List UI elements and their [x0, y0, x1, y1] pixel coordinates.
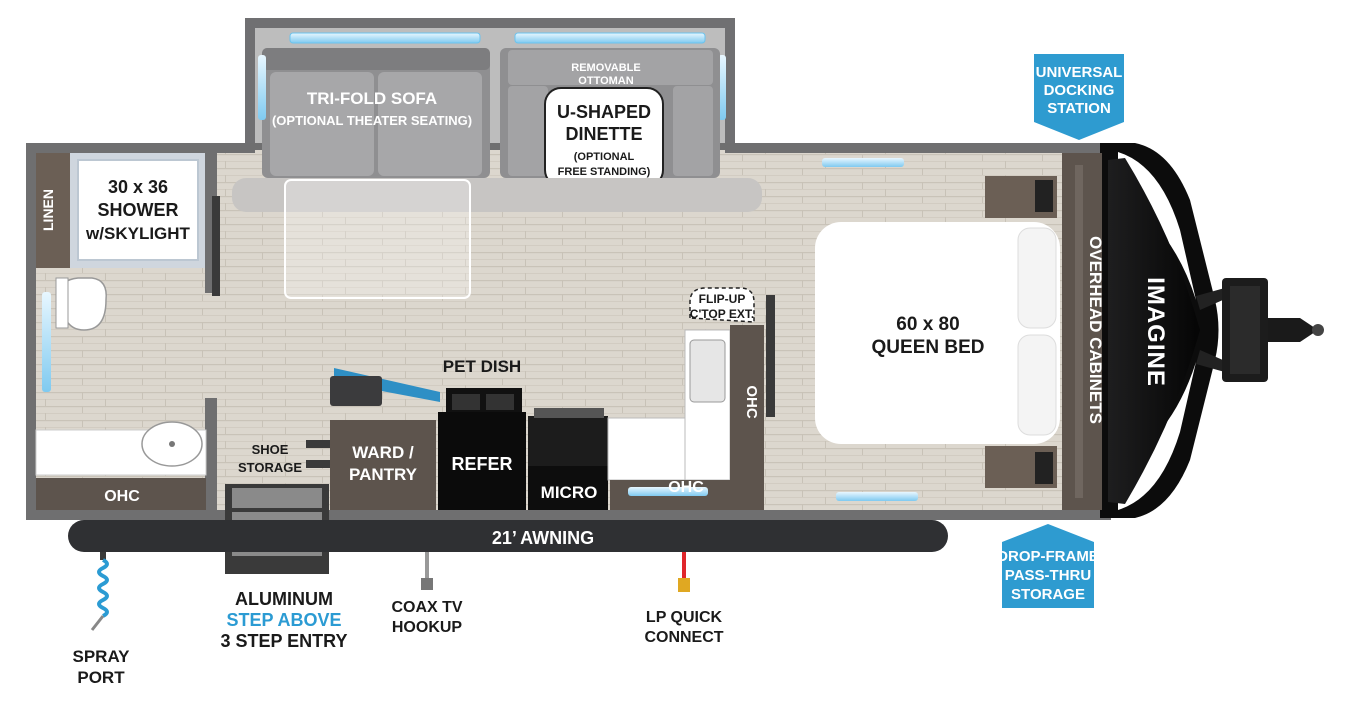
step-label-3: 3 STEP ENTRY: [220, 631, 347, 651]
sofa-bed-outline: [284, 179, 471, 299]
callout-docking-station: [1034, 54, 1124, 140]
linen-label: LINEN: [40, 189, 56, 231]
bathroom: [35, 153, 220, 510]
docking-label-2: DOCKING: [1044, 82, 1115, 99]
ohc-bath-label: OHC: [104, 488, 140, 505]
ward-label-2: PANTRY: [349, 465, 418, 484]
overhead-cabinets-label: OVERHEAD CABINETS: [1086, 236, 1105, 424]
step-label-2: STEP ABOVE: [226, 610, 341, 630]
sofa-shelf: [232, 178, 762, 212]
coax-label-1: COAX TV: [391, 599, 462, 616]
brand-logo: IMAGINE: [1142, 277, 1169, 387]
hitch: [1196, 278, 1324, 382]
window-bed-bottom: [836, 492, 918, 501]
window-slide-left: [258, 55, 266, 120]
ohc-side-label: OHC: [743, 385, 760, 419]
ward-label-1: WARD /: [352, 443, 414, 462]
lp-connector: [678, 552, 690, 592]
window-slide-1: [289, 32, 481, 44]
window-bath: [42, 292, 51, 392]
micro-label: MICRO: [541, 483, 598, 502]
flip-label-2: C'TOP EXT.: [690, 307, 754, 321]
window-bed-top: [822, 158, 904, 167]
shoe-label-2: STORAGE: [238, 460, 302, 475]
dropframe-label-1: DROP-FRAME: [997, 548, 1099, 565]
refer-label: REFER: [451, 454, 512, 474]
window-kitchen: [628, 487, 708, 496]
dinette-label-2: DINETTE: [565, 124, 642, 144]
dropframe-label-3: STORAGE: [1011, 586, 1085, 603]
ottoman-label-1: REMOVABLE: [571, 62, 640, 74]
dinette-label-1: U-SHAPED: [557, 102, 651, 122]
sofa-label-1: TRI-FOLD SOFA: [307, 89, 437, 108]
shower-label-2: SHOWER: [98, 200, 179, 220]
pet-dish-label: PET DISH: [443, 357, 521, 376]
callout-drop-frame: [1002, 524, 1094, 608]
ohc-kitchen-label: OHC: [668, 479, 704, 496]
ottoman-label-2: OTTOMAN: [578, 75, 633, 87]
bed-label-2: QUEEN BED: [872, 337, 985, 358]
spray-label-1: SPRAY: [72, 647, 130, 666]
sofa-label-2: (OPTIONAL THEATER SEATING): [272, 113, 472, 128]
kitchen: [306, 287, 775, 510]
bedroom: [815, 153, 1102, 510]
spray-port-hose: [90, 552, 109, 631]
front-cap: [1100, 143, 1219, 518]
awning-label: 21’ AWNING: [492, 528, 594, 548]
bed-label-1: 60 x 80: [896, 314, 959, 335]
awning: [68, 520, 948, 552]
dinette-label-4: FREE STANDING): [558, 166, 651, 178]
coax-label-2: HOOKUP: [392, 619, 463, 636]
shoe-label-1: SHOE: [252, 442, 289, 457]
shower-label-3: w/SKYLIGHT: [85, 224, 191, 243]
spray-label-2: PORT: [77, 668, 125, 687]
lp-label-1: LP QUICK: [646, 609, 723, 626]
step-label-1: ALUMINUM: [235, 589, 333, 609]
docking-label-1: UNIVERSAL: [1036, 64, 1123, 81]
dropframe-label-2: PASS-THRU: [1005, 567, 1091, 584]
shower-label-1: 30 x 36: [108, 177, 168, 197]
window-slide-2: [514, 32, 706, 44]
flip-label-1: FLIP-UP: [699, 292, 746, 306]
sofa: [262, 48, 490, 178]
coax-connector: [421, 552, 433, 590]
docking-label-3: STATION: [1047, 100, 1111, 117]
dinette-label-3: (OPTIONAL: [574, 151, 635, 163]
lp-label-2: CONNECT: [644, 629, 723, 646]
